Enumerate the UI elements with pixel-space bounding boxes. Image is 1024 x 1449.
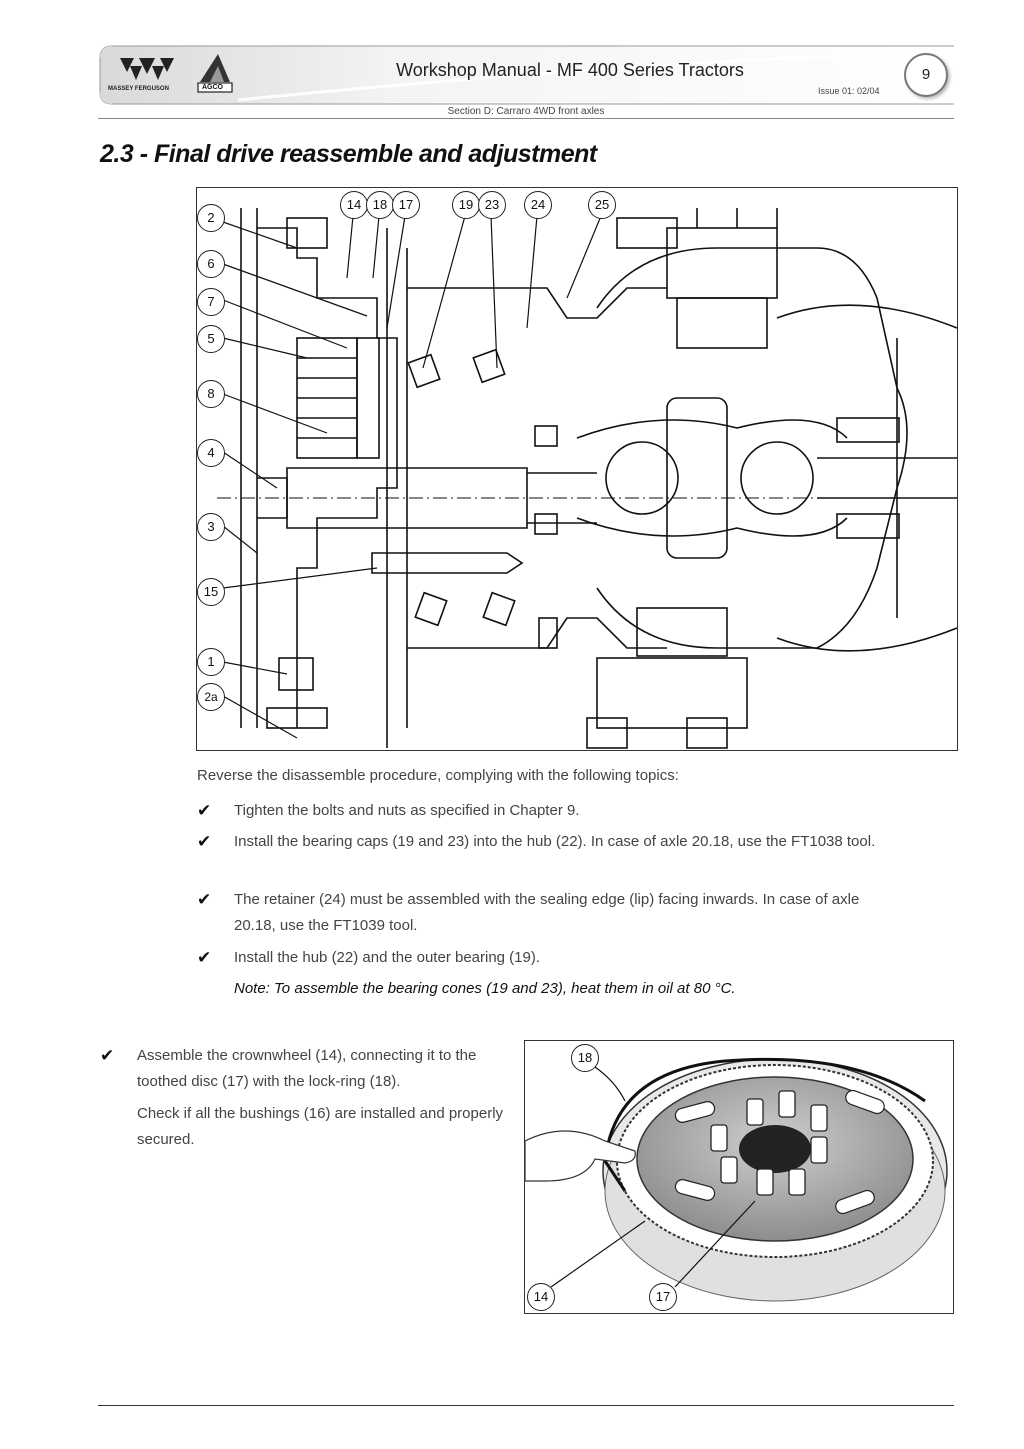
callout-14: 14 — [340, 191, 368, 219]
final-drive-drawing — [217, 208, 957, 749]
intro-text: Reverse the disassemble procedure, compl… — [197, 767, 679, 784]
page-number-badge: 9 — [904, 53, 948, 97]
footer-divider — [98, 1405, 954, 1406]
callout-7: 7 — [197, 288, 225, 316]
assemble-list-item: ✔ Assemble the crownwheel (14), connecti… — [100, 1043, 510, 1163]
note-text: Note: To assemble the bearing cones (19 … — [234, 980, 736, 997]
list-item-text: The retainer (24) must be assembled with… — [234, 891, 860, 934]
callout-17: 17 — [649, 1283, 677, 1311]
callout-17: 17 — [392, 191, 420, 219]
callout-4: 4 — [197, 439, 225, 467]
manual-title: Workshop Manual - MF 400 Series Tractors — [396, 60, 744, 80]
list-item: ✔ The retainer (24) must be assembled wi… — [197, 887, 897, 939]
check-icon: ✔ — [100, 1046, 115, 1065]
agco-text: AGCO — [202, 84, 223, 91]
massey-ferguson-logo — [112, 52, 182, 94]
callout-23: 23 — [478, 191, 506, 219]
check-icon: ✔ — [197, 801, 212, 820]
check-icon: ✔ — [197, 948, 212, 967]
callout-2: 2 — [197, 204, 225, 232]
assemble-text: Assemble the crownwheel (14), connecting… — [137, 1043, 507, 1153]
list-item-text: Install the bearing caps (19 and 23) int… — [234, 833, 876, 850]
callout-6: 6 — [197, 250, 225, 278]
list-item: ✔ Tighten the bolts and nuts as specifie… — [197, 798, 897, 824]
final-drive-cross-section-figure: 14 18 17 19 23 24 25 2 6 7 5 8 4 3 15 1 … — [196, 187, 958, 751]
callout-15: 15 — [197, 578, 225, 606]
callout-3: 3 — [197, 513, 225, 541]
list-item-text: Install the hub (22) and the outer beari… — [234, 949, 541, 966]
list-item: ✔ Install the hub (22) and the outer bea… — [197, 945, 897, 971]
callout-18: 18 — [571, 1044, 599, 1072]
header-divider — [98, 118, 954, 119]
crownwheel-photo-figure: 18 14 17 — [524, 1040, 954, 1314]
callout-14: 14 — [527, 1283, 555, 1311]
massey-ferguson-text: MASSEY FERGUSON — [108, 86, 169, 92]
check-icon: ✔ — [197, 890, 212, 909]
callout-5: 5 — [197, 325, 225, 353]
callout-25: 25 — [588, 191, 616, 219]
assemble-text-1: Assemble the crownwheel (14), connecting… — [137, 1047, 477, 1090]
header-banner — [99, 45, 954, 105]
callout-24: 24 — [524, 191, 552, 219]
list-item: ✔ Install the bearing caps (19 and 23) i… — [197, 829, 897, 881]
callout-18: 18 — [366, 191, 394, 219]
agco-logo — [196, 50, 234, 94]
check-icon: ✔ — [197, 832, 212, 851]
page-heading: 2.3 - Final drive reassemble and adjustm… — [100, 140, 597, 168]
callout-1: 1 — [197, 648, 225, 676]
callout-8: 8 — [197, 380, 225, 408]
list-item-text: Tighten the bolts and nuts as specified … — [234, 802, 580, 819]
assemble-text-2: Check if all the bushings (16) are insta… — [137, 1105, 504, 1148]
callout-2a: 2a — [197, 683, 225, 711]
callout-19: 19 — [452, 191, 480, 219]
crownwheel-drawing — [525, 1057, 948, 1302]
section-subtitle: Section D: Carraro 4WD front axles — [447, 106, 605, 117]
issue-date: Issue 01: 02/04 — [818, 86, 880, 96]
